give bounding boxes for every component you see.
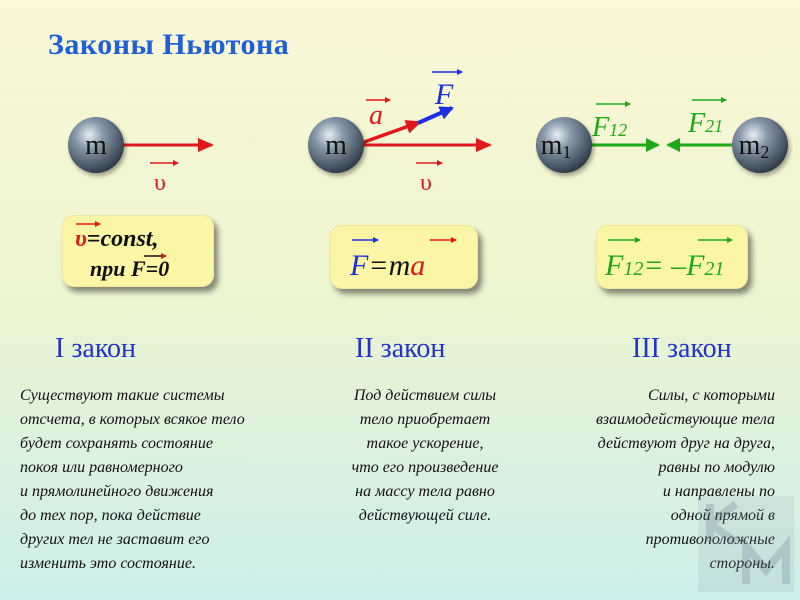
law3-formula: F12= –F21 xyxy=(604,237,733,282)
law1-mass-ball xyxy=(68,117,124,173)
law2-velocity-label: υ xyxy=(420,170,432,196)
law2-force-label: F xyxy=(434,78,454,111)
law1-mass-label: m xyxy=(85,130,107,161)
law1-formula-f: F xyxy=(130,256,146,281)
law2-formula-a: a xyxy=(410,249,425,282)
law3-formula-left: F xyxy=(604,249,624,282)
law3-force21-label: F21 xyxy=(687,108,723,139)
law1-formula-box xyxy=(62,215,214,287)
law2-formula-eq: = xyxy=(368,249,388,282)
law2-accel-arrow xyxy=(355,120,422,147)
law2-formula: F=ma xyxy=(349,237,457,282)
law3-mass1-ball xyxy=(536,117,592,173)
law3-formula-right: F xyxy=(685,249,705,282)
law2-mass-ball xyxy=(308,117,364,173)
law3-heading: III закон xyxy=(632,333,732,364)
law1-formula-zero: =0 xyxy=(146,256,170,281)
law3-force12-label: F12 xyxy=(591,112,627,143)
law2-heading: II закон xyxy=(355,333,446,364)
law2-accel-label: a xyxy=(369,100,383,131)
page-title: Законы Ньютона xyxy=(48,28,290,61)
law1-heading: I закон xyxy=(55,333,136,364)
law3-formula-text: F12= –F21 xyxy=(604,249,724,282)
law2-force-arrow xyxy=(417,106,454,125)
law1-formula-v: υ xyxy=(75,226,87,252)
law3-diagram: m1 m2 F12 F21 xyxy=(536,97,788,173)
law3-formula-eq: = – xyxy=(643,249,687,282)
law1-velocity-label: υ xyxy=(154,170,166,196)
law3-formula-right-sub: 21 xyxy=(704,258,724,280)
law3-description: Силы, с которыми взаимодействующие тела … xyxy=(596,387,775,572)
law1-formula-const: =const, xyxy=(87,226,159,252)
law2-formula-text: F=ma xyxy=(349,249,425,282)
law1-formula-line1: υ=const, xyxy=(75,226,158,252)
law1-formula: υ=const, при F=0 xyxy=(75,221,169,281)
law1-formula-pri: при xyxy=(90,256,131,281)
law2-mass-label: m xyxy=(325,130,347,161)
law2-formula-box xyxy=(330,225,478,289)
law1-description: Существуют такие системы отсчета, в кото… xyxy=(20,387,245,572)
watermark-logo xyxy=(698,496,794,592)
law2-description: Под действием силы тело приобретает тако… xyxy=(351,387,499,524)
law1-formula-line2: при F=0 xyxy=(90,256,169,281)
law3-mass2-label: m2 xyxy=(739,130,770,162)
law3-mass1-label: m1 xyxy=(541,130,572,162)
law3-formula-left-sub: 12 xyxy=(623,258,643,280)
law1-diagram: m υ xyxy=(68,117,214,196)
law3-mass2-ball xyxy=(732,117,788,173)
law2-formula-m: m xyxy=(389,249,411,282)
law3-formula-box xyxy=(596,225,748,289)
law2-diagram: m a F υ xyxy=(308,69,492,196)
law2-formula-f: F xyxy=(349,249,369,282)
